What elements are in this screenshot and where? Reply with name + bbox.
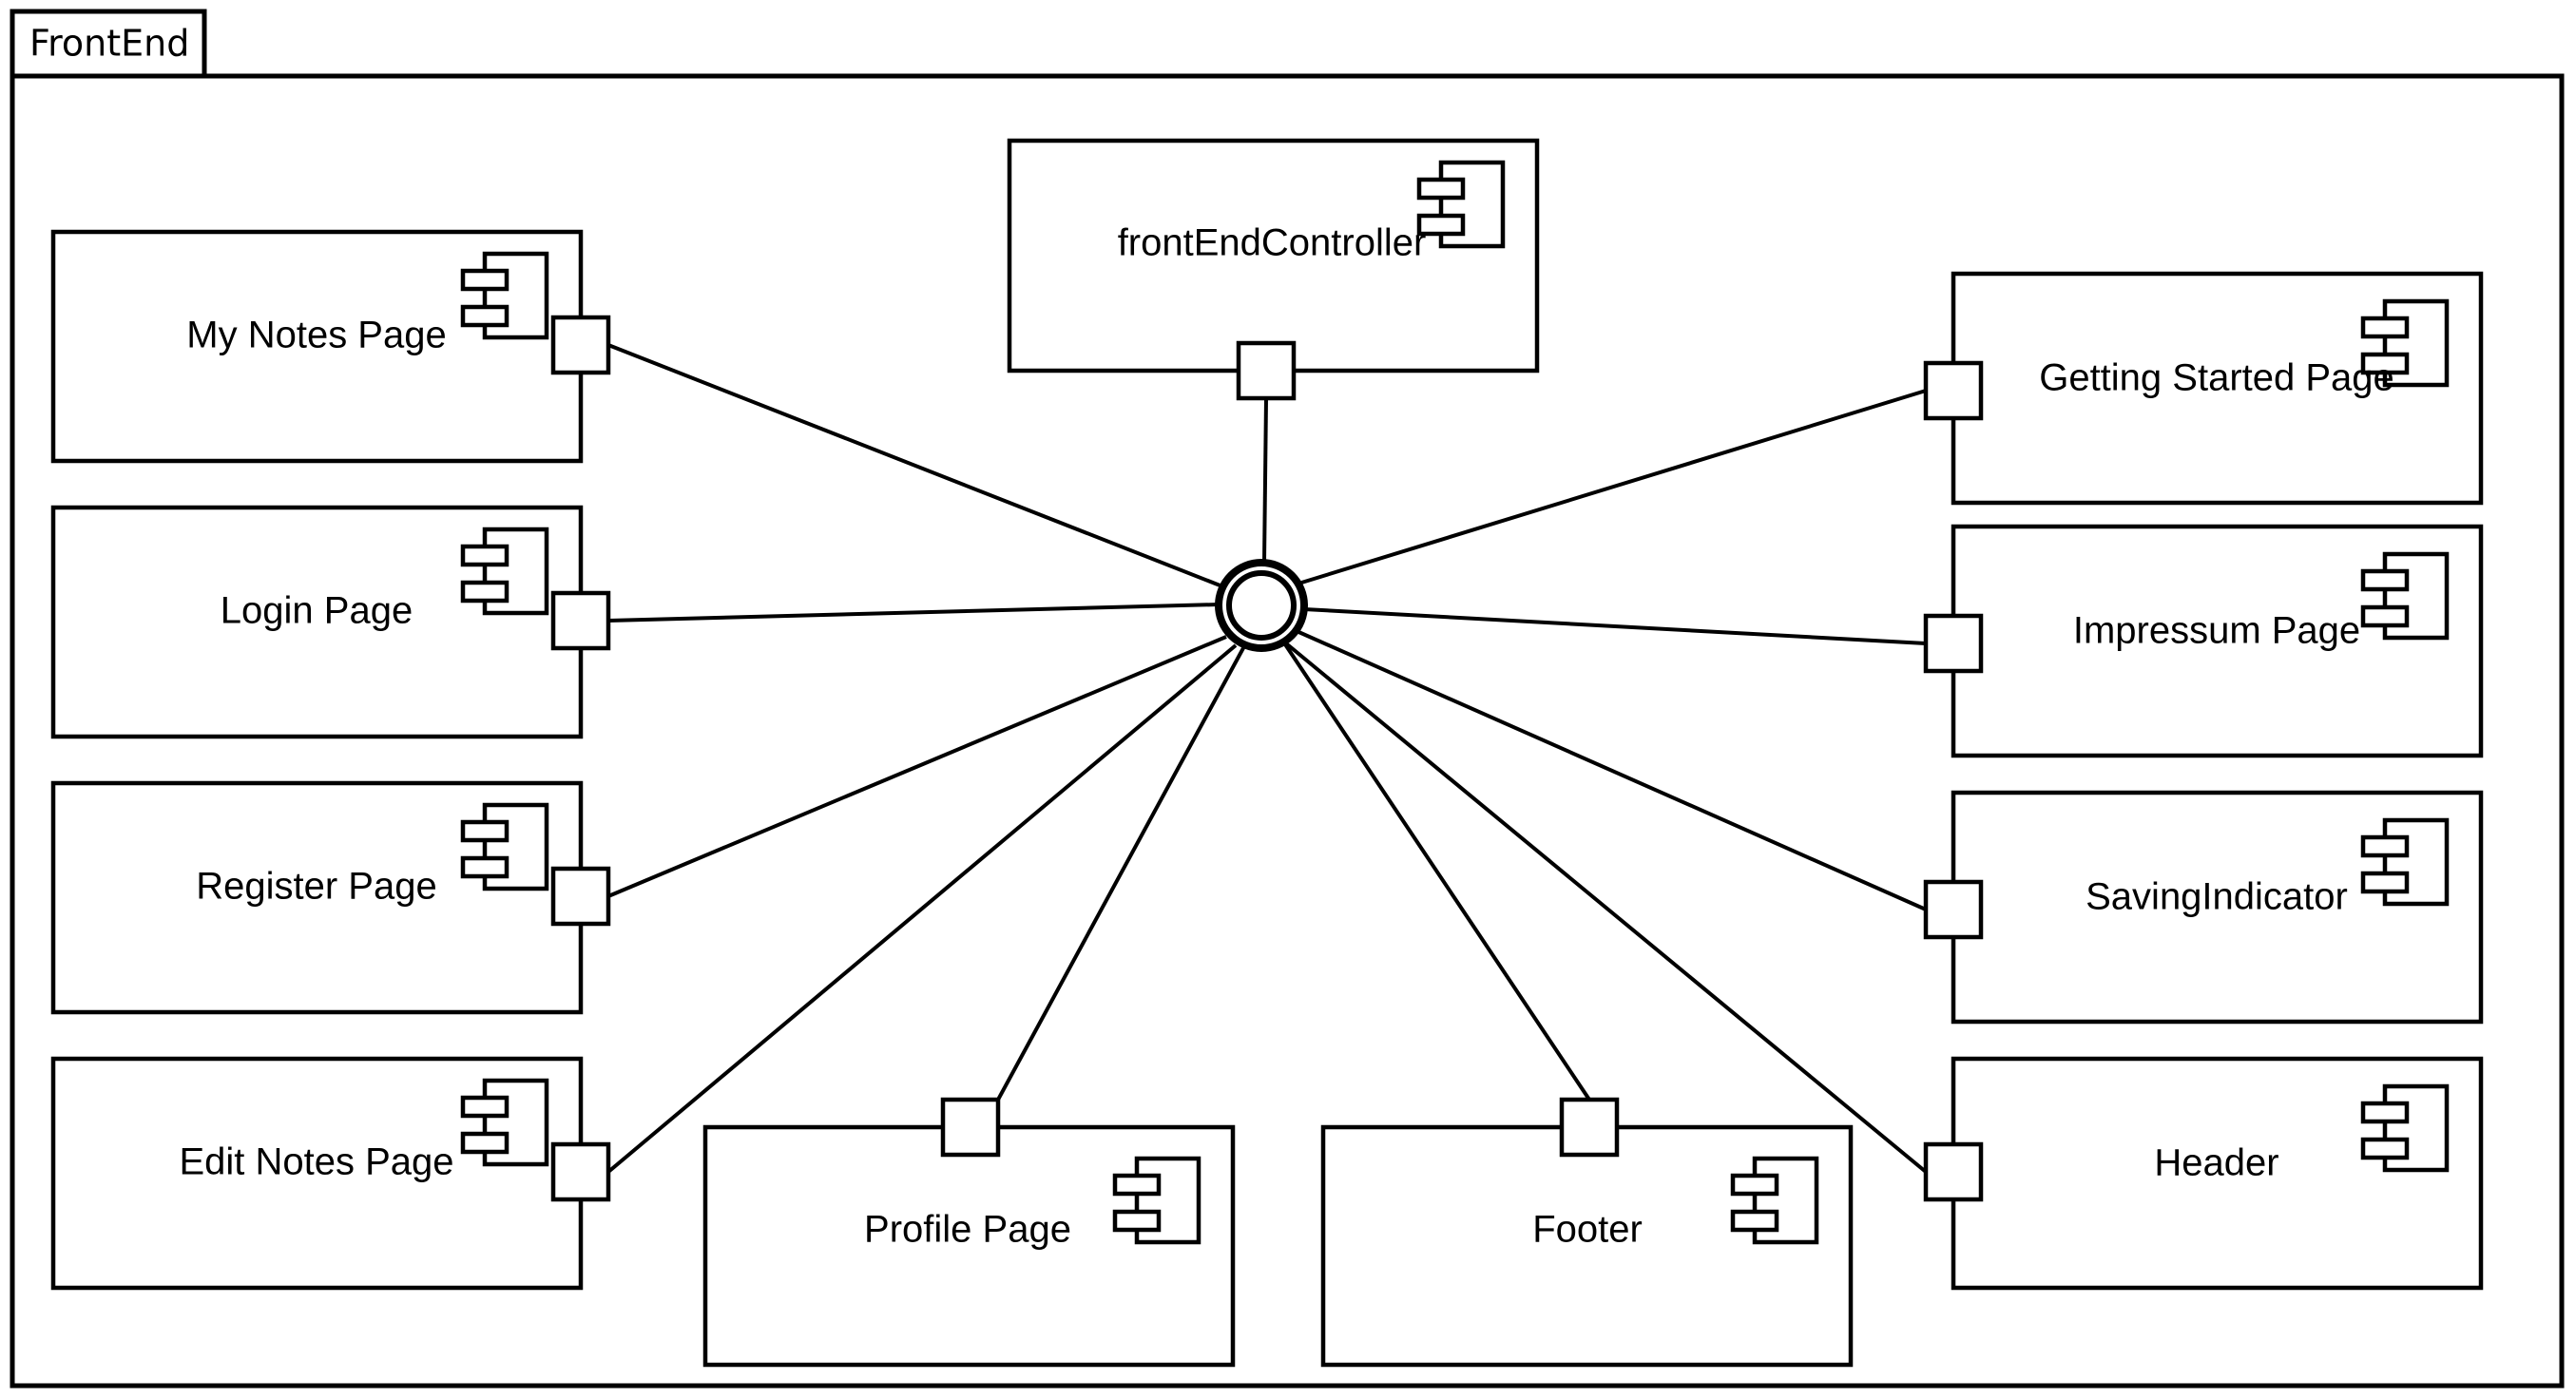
component-icon-tab-1	[2360, 834, 2410, 858]
port-impressum-page[interactable]	[1923, 613, 1984, 674]
package-name-label: FrontEnd	[29, 23, 189, 65]
conn-saving-indicator[interactable]	[1296, 629, 1927, 911]
component-label-saving-indicator: SavingIndicator	[2086, 876, 2348, 918]
component-stereotype-icon	[2360, 817, 2450, 907]
component-icon-tab-1	[1416, 177, 1466, 201]
component-icon-tab-1	[2360, 316, 2410, 339]
port-edit-notes-page[interactable]	[550, 1141, 611, 1202]
conn-profile-page[interactable]	[996, 645, 1246, 1101]
package-frame: FrontEnd	[10, 9, 2565, 1389]
component-impressum-page[interactable]: Impressum Page	[1923, 524, 2484, 758]
component-icon-tab-2	[1112, 1209, 1162, 1233]
component-stereotype-icon	[2360, 298, 2450, 388]
component-label-footer: Footer	[1532, 1209, 1643, 1251]
component-icon-tab-2	[2360, 871, 2410, 894]
component-login-page[interactable]: Login Page	[50, 505, 611, 739]
port-footer[interactable]	[1559, 1097, 1620, 1158]
component-icon-tab-1	[2360, 1101, 2410, 1124]
component-label-my-notes-page: My Notes Page	[186, 315, 446, 356]
component-stereotype-icon	[1112, 1156, 1201, 1245]
component-header[interactable]: Header	[1923, 1056, 2484, 1291]
component-icon-tab-1	[1730, 1173, 1779, 1197]
package-name-tab	[10, 9, 207, 79]
package-frame-outline	[10, 73, 2565, 1389]
component-icon-tab-1	[460, 819, 509, 843]
conn-front-end-controller[interactable]	[1262, 397, 1268, 564]
component-label-impressum-page: Impressum Page	[2073, 610, 2360, 652]
interface-hub-inner-circle	[1226, 570, 1297, 641]
component-icon-tab-2	[1730, 1209, 1779, 1233]
port-saving-indicator[interactable]	[1923, 879, 1984, 940]
conn-login-page[interactable]	[607, 603, 1220, 623]
component-icon-body	[2382, 817, 2450, 907]
component-footer[interactable]: Footer	[1320, 1097, 1854, 1368]
component-icon-tab-2	[460, 580, 509, 604]
conn-header[interactable]	[1284, 642, 1928, 1174]
component-label-edit-notes-page: Edit Notes Page	[179, 1141, 453, 1183]
component-profile-page[interactable]: Profile Page	[702, 1097, 1236, 1368]
component-icon-tab-1	[460, 1095, 509, 1119]
component-icon-tab-2	[460, 304, 509, 328]
conn-register-page[interactable]	[607, 635, 1227, 898]
component-icon-tab-2	[460, 1131, 509, 1155]
component-stereotype-icon	[460, 251, 549, 340]
conn-my-notes-page[interactable]	[607, 343, 1223, 588]
component-label-getting-started-page: Getting Started Page	[2039, 357, 2394, 399]
component-icon-tab-2	[2360, 1137, 2410, 1160]
component-stereotype-icon	[460, 1078, 549, 1167]
component-label-profile-page: Profile Page	[864, 1209, 1071, 1251]
component-icon-tab-1	[2360, 568, 2410, 592]
component-icon-tab-2	[460, 855, 509, 879]
conn-getting-started-page[interactable]	[1298, 389, 1927, 585]
assembly-connector-hub[interactable]	[1215, 559, 1308, 652]
component-label-header: Header	[2154, 1142, 2278, 1184]
component-box-my-notes-page	[50, 229, 584, 464]
component-stereotype-icon	[460, 527, 549, 616]
component-my-notes-page[interactable]: My Notes Page	[50, 229, 611, 464]
port-register-page[interactable]	[550, 866, 611, 927]
conn-impressum-page[interactable]	[1303, 607, 1927, 645]
component-stereotype-icon	[460, 802, 549, 891]
component-icon-tab-2	[2360, 352, 2410, 375]
port-login-page[interactable]	[550, 590, 611, 651]
component-stereotype-icon	[1730, 1156, 1819, 1245]
port-header[interactable]	[1923, 1141, 1984, 1202]
component-icon-tab-2	[1416, 213, 1466, 237]
port-getting-started-page[interactable]	[1923, 360, 1984, 421]
connector-layer	[606, 343, 1928, 1174]
component-register-page[interactable]: Register Page	[50, 780, 611, 1015]
port-my-notes-page[interactable]	[550, 315, 611, 375]
conn-footer[interactable]	[1283, 642, 1591, 1102]
component-icon-tab-2	[2360, 604, 2410, 628]
component-edit-notes-page[interactable]: Edit Notes Page	[50, 1056, 611, 1291]
component-icon-tab-1	[460, 544, 509, 567]
component-label-front-end-controller: frontEndController	[1118, 222, 1427, 264]
port-profile-page[interactable]	[940, 1097, 1001, 1158]
conn-edit-notes-page[interactable]	[606, 643, 1238, 1174]
component-stereotype-icon	[2360, 551, 2450, 641]
component-saving-indicator[interactable]: SavingIndicator	[1923, 790, 2484, 1025]
component-stereotype-icon	[2360, 1083, 2450, 1173]
component-label-login-page: Login Page	[221, 590, 413, 632]
component-front-end-controller[interactable]: frontEndController	[1007, 138, 1540, 401]
component-label-register-page: Register Page	[196, 866, 436, 908]
port-front-end-controller[interactable]	[1236, 340, 1297, 401]
component-icon-tab-1	[460, 268, 509, 292]
component-getting-started-page[interactable]: Getting Started Page	[1923, 271, 2484, 506]
component-icon-tab-1	[1112, 1173, 1162, 1197]
component-stereotype-icon	[1416, 160, 1506, 249]
